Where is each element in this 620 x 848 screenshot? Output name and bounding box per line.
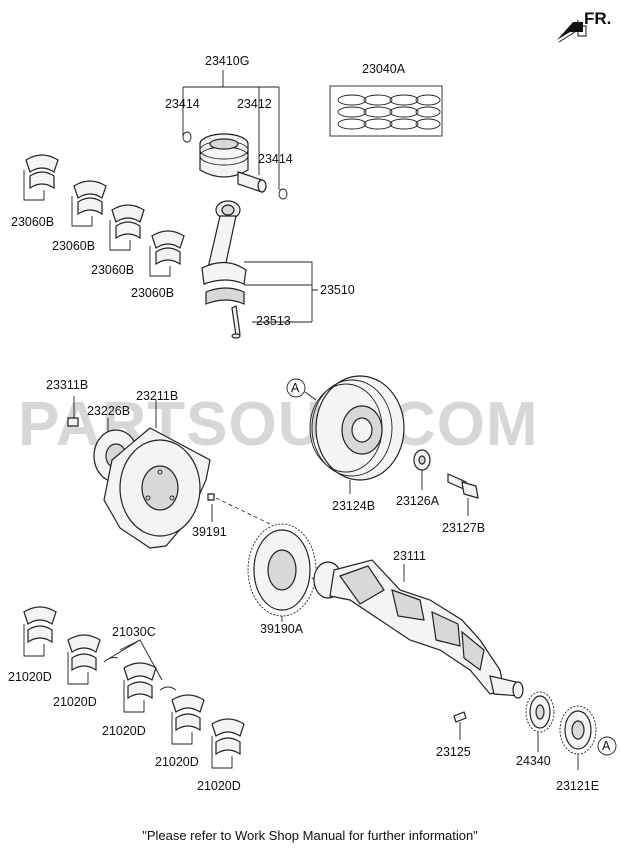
label-39190A: 39190A — [260, 622, 304, 636]
label-23510: 23510 — [320, 283, 355, 297]
crankshaft-sprocket-drawing — [525, 691, 555, 752]
label-23127B: 23127B — [442, 521, 485, 535]
label-21020D-5: 21020D — [197, 779, 241, 793]
piston-assembly-drawing — [182, 70, 288, 200]
connecting-rod-drawing — [201, 200, 318, 339]
front-direction-label: FR. — [584, 9, 611, 28]
piston-ring-set-drawing — [329, 85, 443, 137]
label-21020D-3: 21020D — [102, 724, 146, 738]
label-23121E: 23121E — [556, 779, 599, 793]
label-21020D-2: 21020D — [53, 695, 97, 709]
label-23414-left: 23414 — [165, 97, 200, 111]
reference-mark-a-top: A — [291, 381, 300, 395]
label-23211B: 23211B — [136, 389, 178, 403]
label-23060B-1: 23060B — [11, 215, 54, 229]
rod-bearing-shells-drawing — [23, 154, 185, 277]
label-23060B-2: 23060B — [52, 239, 95, 253]
label-23060B-3: 23060B — [91, 263, 134, 277]
label-23111: 23111 — [393, 549, 426, 563]
main-bearing-shells-drawing — [23, 606, 245, 769]
label-21020D-1: 21020D — [8, 670, 52, 684]
front-direction-arrow-icon — [557, 20, 587, 43]
label-23226B: 23226B — [87, 404, 130, 418]
label-21020D-4: 21020D — [155, 755, 199, 769]
label-21030C: 21030C — [112, 625, 156, 639]
crankshaft-pulley-drawing — [286, 375, 479, 516]
label-23513: 23513 — [256, 314, 291, 328]
label-23125: 23125 — [436, 745, 471, 759]
drive-plate-assembly-drawing — [67, 396, 215, 549]
label-23060B-4: 23060B — [131, 286, 174, 300]
label-23124B: 23124B — [332, 499, 375, 513]
label-23412: 23412 — [237, 97, 272, 111]
label-23414-right: 23414 — [258, 152, 293, 166]
reference-mark-a-bottom: A — [602, 739, 611, 753]
label-39191: 39191 — [192, 525, 227, 539]
label-23410G: 23410G — [205, 54, 249, 68]
footer-note: "Please refer to Work Shop Manual for fu… — [142, 828, 478, 843]
label-24340: 24340 — [516, 754, 551, 768]
label-23040A: 23040A — [362, 62, 406, 76]
label-23311B: 23311B — [46, 378, 88, 392]
oil-pump-sprocket-drawing — [559, 705, 617, 770]
label-23126A: 23126A — [396, 494, 440, 508]
crankshaft-drawing — [247, 523, 524, 740]
